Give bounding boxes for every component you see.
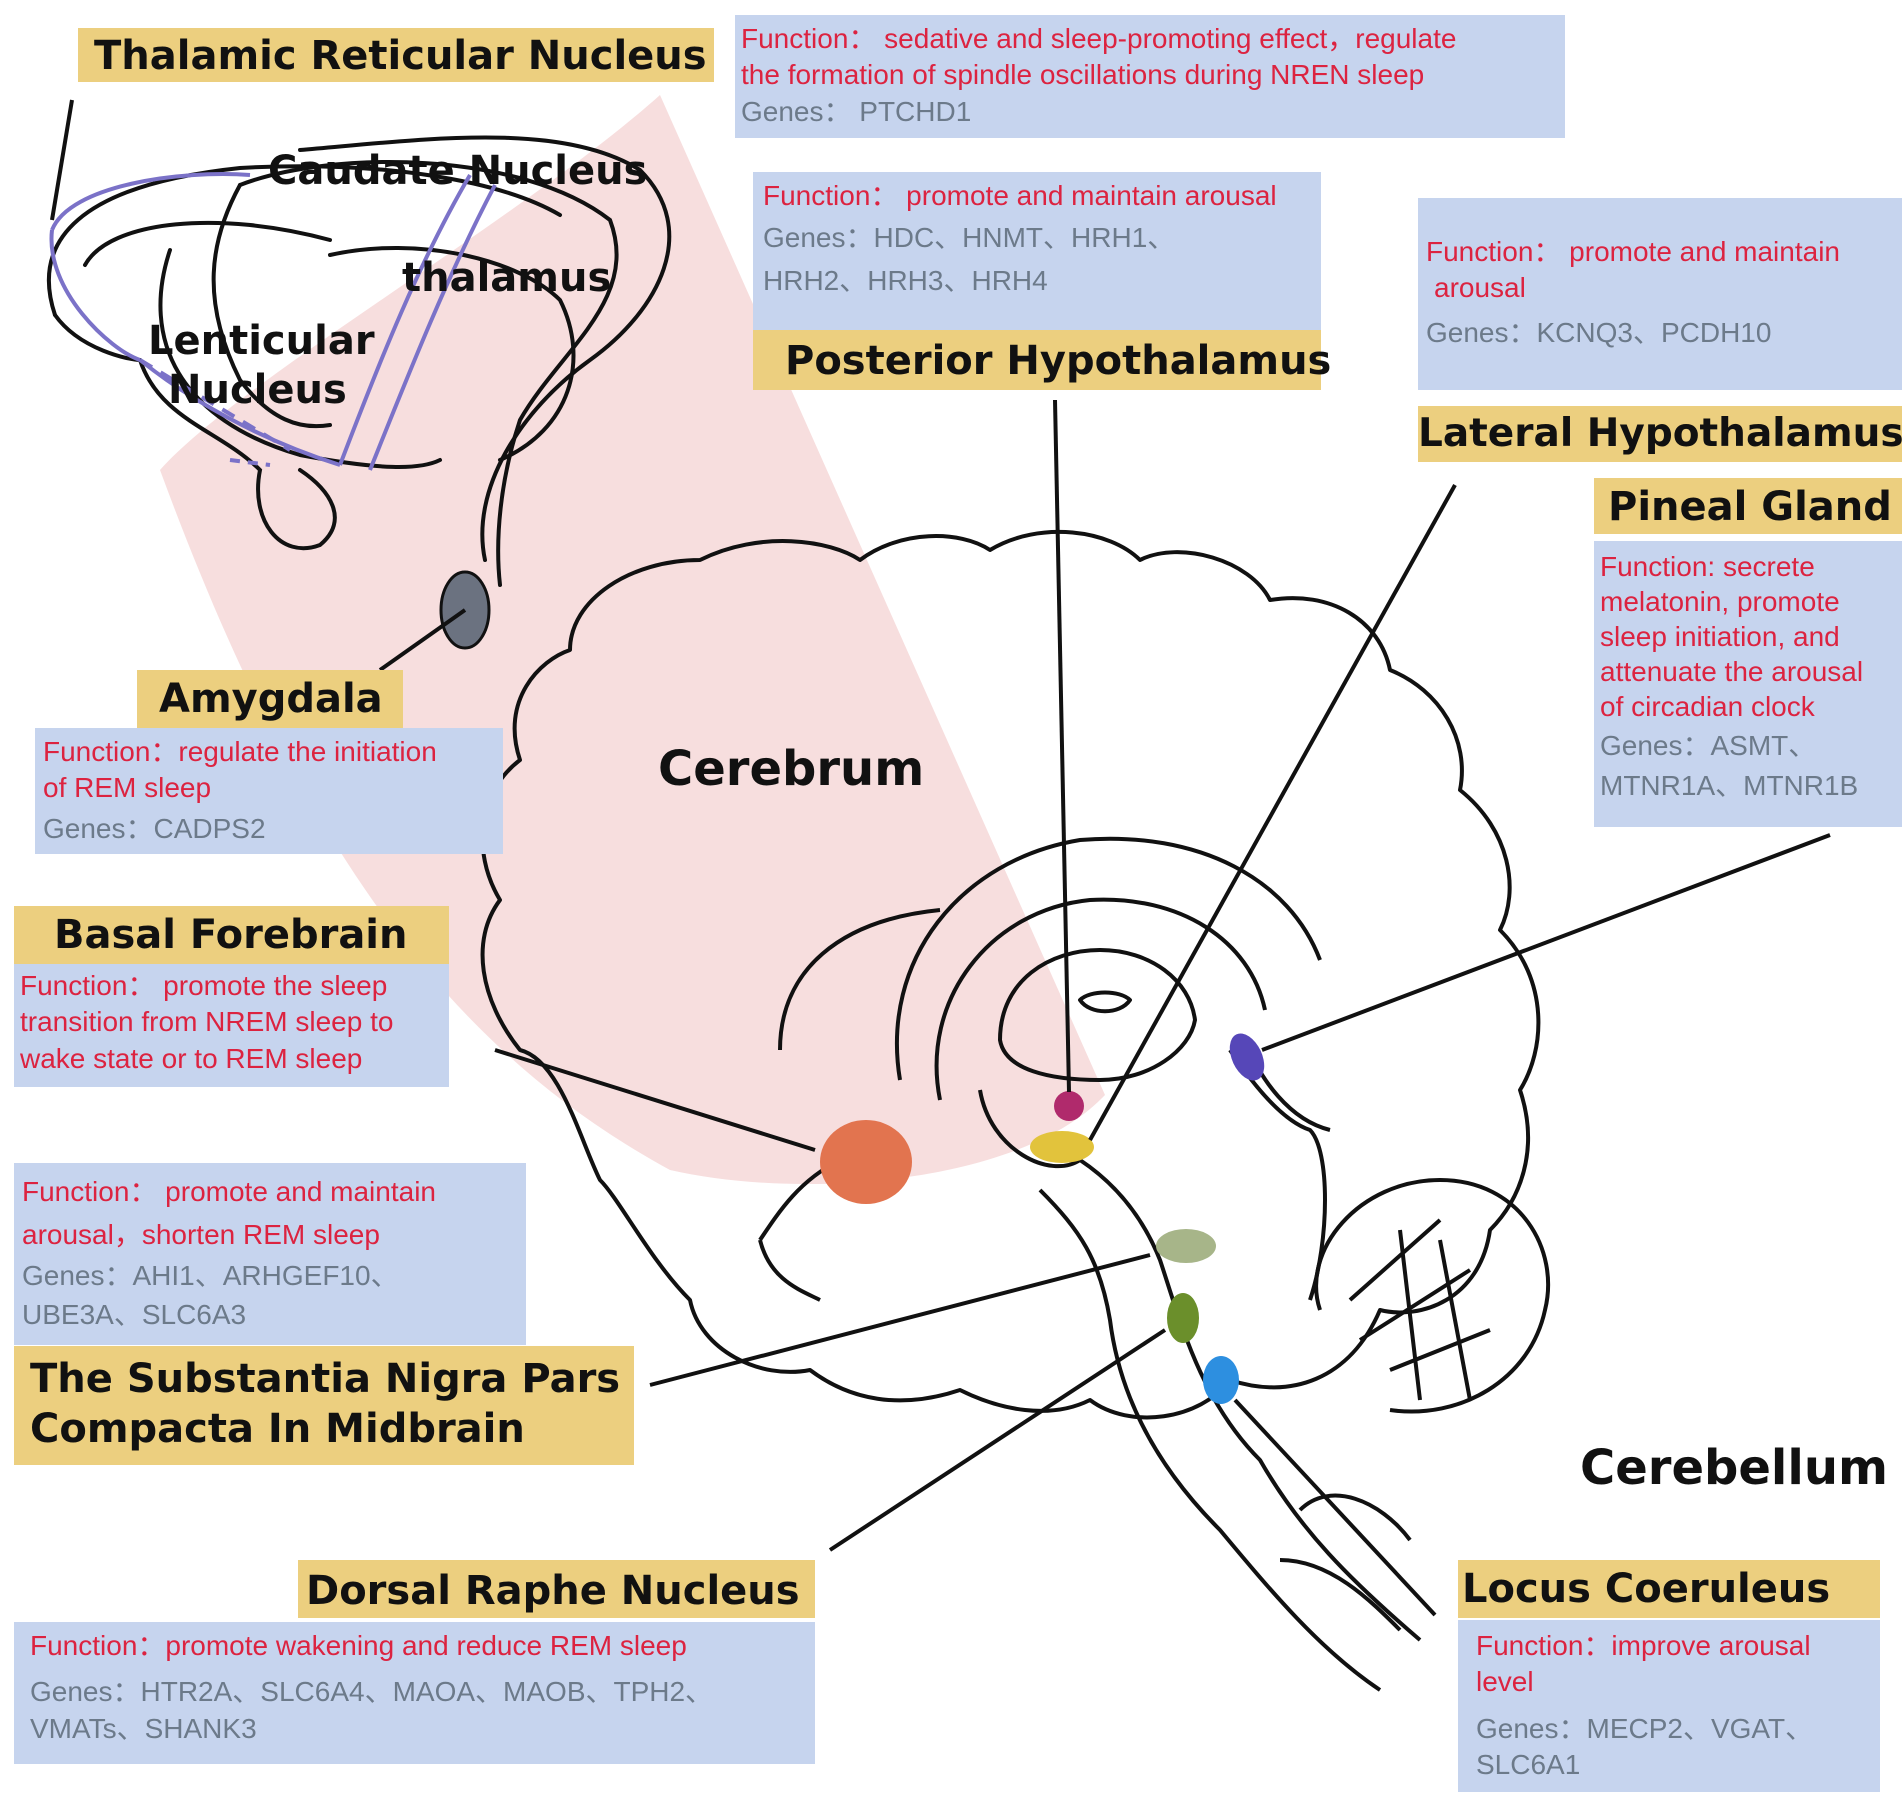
pineal-gland-function-3: sleep initiation, and xyxy=(1600,621,1840,652)
locus-coeruleus-function-1: Function：improve arousal xyxy=(1476,1630,1811,1661)
nucleus-label: Nucleus xyxy=(168,367,347,413)
amygdala-title: Amygdala xyxy=(137,670,403,728)
dorsal-raphe-title: Dorsal Raphe Nucleus xyxy=(298,1560,815,1618)
dorsal-raphe-marker xyxy=(1167,1293,1199,1343)
lateral-hypothalamus-function-2: arousal xyxy=(1434,272,1526,304)
basal-forebrain-title: Basal Forebrain xyxy=(14,906,449,964)
lateral-hypothalamus-title: Lateral Hypothalamus xyxy=(1418,406,1902,462)
basal-forebrain-marker xyxy=(820,1120,912,1204)
posterior-hypothalamus-genes-1: Genes：HDC、HNMT、HRH1、 xyxy=(763,222,1176,254)
pineal-gland-marker xyxy=(1229,1033,1265,1081)
locus-coeruleus-function-2: level xyxy=(1476,1666,1534,1698)
pineal-gland-function-5: of circadian clock xyxy=(1600,691,1815,722)
posterior-hypothalamus-genes-2: HRH2、HRH3、HRH4 xyxy=(763,264,1048,296)
locus-coeruleus-title: Locus Coeruleus xyxy=(1458,1560,1880,1618)
caudate-nucleus-label: Caudate Nucleus xyxy=(268,148,648,194)
lenticular-label: Lenticular xyxy=(148,318,375,364)
locus-coeruleus-genes-2: SLC6A1 xyxy=(1476,1749,1581,1781)
basal-forebrain-function-3: wake state or to REM sleep xyxy=(20,1042,363,1074)
lateral-hypothalamus-function-1: Function： promote and maintain xyxy=(1426,236,1840,267)
dorsal-raphe-genes-2: VMATs、SHANK3 xyxy=(30,1712,257,1744)
snc-info: Function： promote and maintain arousal，s… xyxy=(14,1163,526,1345)
posterior-hypothalamus-function-1: Function： promote and maintain arousal xyxy=(763,180,1277,211)
pineal-gland-genes-2: MTNR1A、MTNR1B xyxy=(1600,770,1859,801)
inset-dashed-line xyxy=(138,358,292,452)
amygdala-info: Function：regulate the initiation of REM … xyxy=(35,728,503,854)
locus-coeruleus-info: Function：improve arousal level Genes：MEC… xyxy=(1458,1620,1880,1792)
basal-forebrain-function-2: transition from NREM sleep to xyxy=(20,1006,394,1038)
trn-genes-1: Genes： PTCHD1 xyxy=(741,95,972,127)
dorsal-raphe-info: Function：promote wakening and reduce REM… xyxy=(14,1622,815,1764)
dorsal-raphe-genes-1: Genes：HTR2A、SLC6A4、MAOA、MAOB、TPH2、 xyxy=(30,1676,714,1708)
trn-info: Function： sedative and sleep-promoting e… xyxy=(735,15,1565,138)
trn-function-2: the formation of spindle oscillations du… xyxy=(741,59,1425,91)
trn-function-1: Function： sedative and sleep-promoting e… xyxy=(741,23,1457,54)
snc-title-line-1: The Substantia Nigra Pars xyxy=(30,1356,621,1402)
lateral-hypothalamus-info: Function： promote and maintain arousal G… xyxy=(1418,198,1902,390)
lateral-hypothalamus-genes-1: Genes：KCNQ3、PCDH10 xyxy=(1426,316,1772,348)
cerebellum-label: Cerebellum xyxy=(1580,1440,1889,1496)
dorsal-raphe-function-1: Function：promote wakening and reduce REM… xyxy=(30,1630,687,1661)
amygdala-genes-1: Genes：CADPS2 xyxy=(43,812,266,844)
pineal-gland-info: Function: secrete melatonin, promote sle… xyxy=(1594,541,1902,827)
locus-coeruleus-marker xyxy=(1203,1356,1239,1404)
snc-function-2: arousal，shorten REM sleep xyxy=(22,1219,380,1250)
snc-genes-2: UBE3A、SLC6A3 xyxy=(22,1299,247,1330)
trn-title: Thalamic Reticular Nucleus xyxy=(78,28,714,82)
snc-function-1: Function： promote and maintain xyxy=(22,1176,436,1207)
leader-lines xyxy=(50,99,1831,1617)
pineal-gland-function-1: Function: secrete xyxy=(1600,551,1815,582)
snc-genes-1: Genes：AHI1、ARHGEF10、 xyxy=(22,1260,399,1291)
inset-brain-sketch xyxy=(46,135,672,587)
lateral-hypothalamus-marker xyxy=(1030,1131,1094,1163)
pineal-gland-function-4: attenuate the arousal xyxy=(1600,656,1864,687)
basal-forebrain-info: Function： promote the sleep transition f… xyxy=(14,964,449,1087)
thalamus-label: thalamus xyxy=(402,255,612,301)
posterior-hypothalamus-marker xyxy=(1054,1091,1084,1121)
basal-forebrain-function-1: Function： promote the sleep xyxy=(20,970,388,1001)
posterior-hypothalamus-title: Posterior Hypothalamus xyxy=(753,330,1331,390)
amygdala-function-1: Function：regulate the initiation xyxy=(43,736,437,767)
lenticular-outline xyxy=(49,172,497,471)
pineal-gland-function-2: melatonin, promote xyxy=(1600,586,1840,617)
pineal-gland-genes-1: Genes：ASMT、 xyxy=(1600,730,1817,761)
amygdala-function-2: of REM sleep xyxy=(43,772,212,804)
substantia-nigra-marker xyxy=(1156,1229,1216,1263)
cerebrum-label: Cerebrum xyxy=(658,741,925,797)
snc-title-line-2: Compacta In Midbrain xyxy=(30,1406,525,1452)
posterior-hypothalamus-info: Function： promote and maintain arousal G… xyxy=(753,172,1321,330)
locus-coeruleus-genes-1: Genes：MECP2、VGAT、 xyxy=(1476,1712,1814,1744)
snc-title: The Substantia Nigra Pars Compacta In Mi… xyxy=(14,1346,634,1465)
pineal-gland-title: Pineal Gland xyxy=(1594,478,1902,534)
brain-outline xyxy=(480,529,1551,1692)
